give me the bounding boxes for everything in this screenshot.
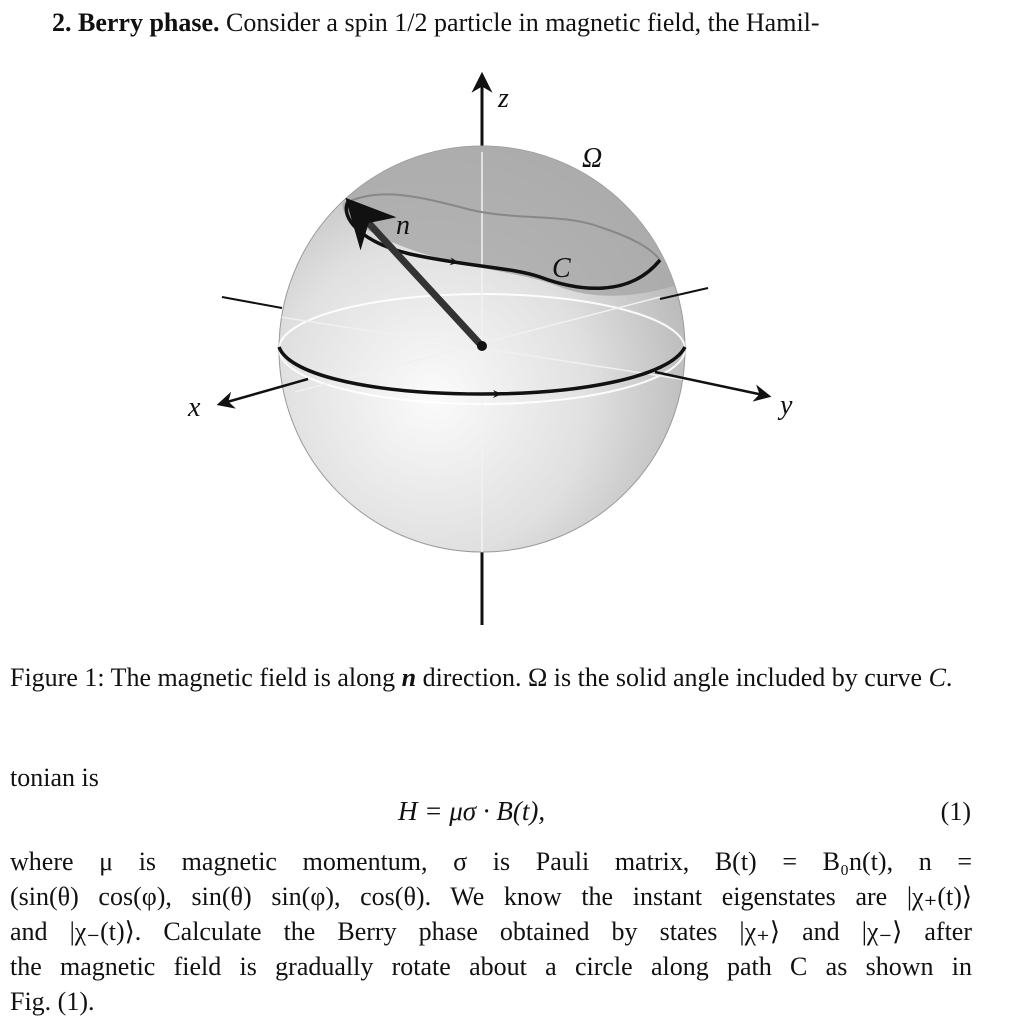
n-symbol: n xyxy=(401,663,417,692)
curve-c-label: C xyxy=(552,253,571,284)
equation-number: (1) xyxy=(940,797,971,826)
bloch-sphere-figure: z Ω n C x y xyxy=(180,62,800,632)
body-line: and |χ₋(t)⟩. Calculate the Berry phase o… xyxy=(10,917,972,946)
solid-angle-label: Ω xyxy=(582,143,602,174)
n-vector xyxy=(345,197,483,347)
x-axis-label: x xyxy=(187,392,201,423)
paragraph-continuation: tonian is xyxy=(10,763,99,792)
c-symbol: C xyxy=(928,663,946,692)
problem-intro: Consider a spin 1/2 particle in magnetic… xyxy=(226,8,820,37)
y-axis-label: y xyxy=(777,390,793,421)
equation-lhs: H xyxy=(398,796,418,826)
body-line: the magnetic field is gradually rotate a… xyxy=(10,952,972,981)
y-axis-back xyxy=(659,287,709,300)
y-axis-line xyxy=(654,370,772,402)
x-axis-back xyxy=(221,296,283,309)
problem-body: where μ is magnetic momentum, σ is Pauli… xyxy=(10,844,972,1019)
body-line: where μ is magnetic momentum, σ is Pauli… xyxy=(10,847,972,876)
problem-title: Berry phase. xyxy=(78,8,220,37)
problem-number: 2. xyxy=(52,8,72,37)
solid-angle-cap xyxy=(279,146,685,296)
equation-rhs: = μσ · B(t), xyxy=(417,796,546,826)
body-line: (sin(θ) cos(φ), sin(θ) sin(φ), cos(θ). W… xyxy=(10,882,972,911)
hamiltonian-equation: H = μσ · B(t), xyxy=(398,794,545,829)
figure-caption: Figure 1: The magnetic field is along n … xyxy=(10,663,953,692)
body-line: Fig. (1). xyxy=(10,987,95,1016)
x-axis-line xyxy=(216,377,309,409)
z-axis-label: z xyxy=(497,83,509,114)
problem-heading: 2. Berry phase. Consider a spin 1/2 part… xyxy=(52,6,820,40)
n-vector-label: n xyxy=(396,210,410,241)
